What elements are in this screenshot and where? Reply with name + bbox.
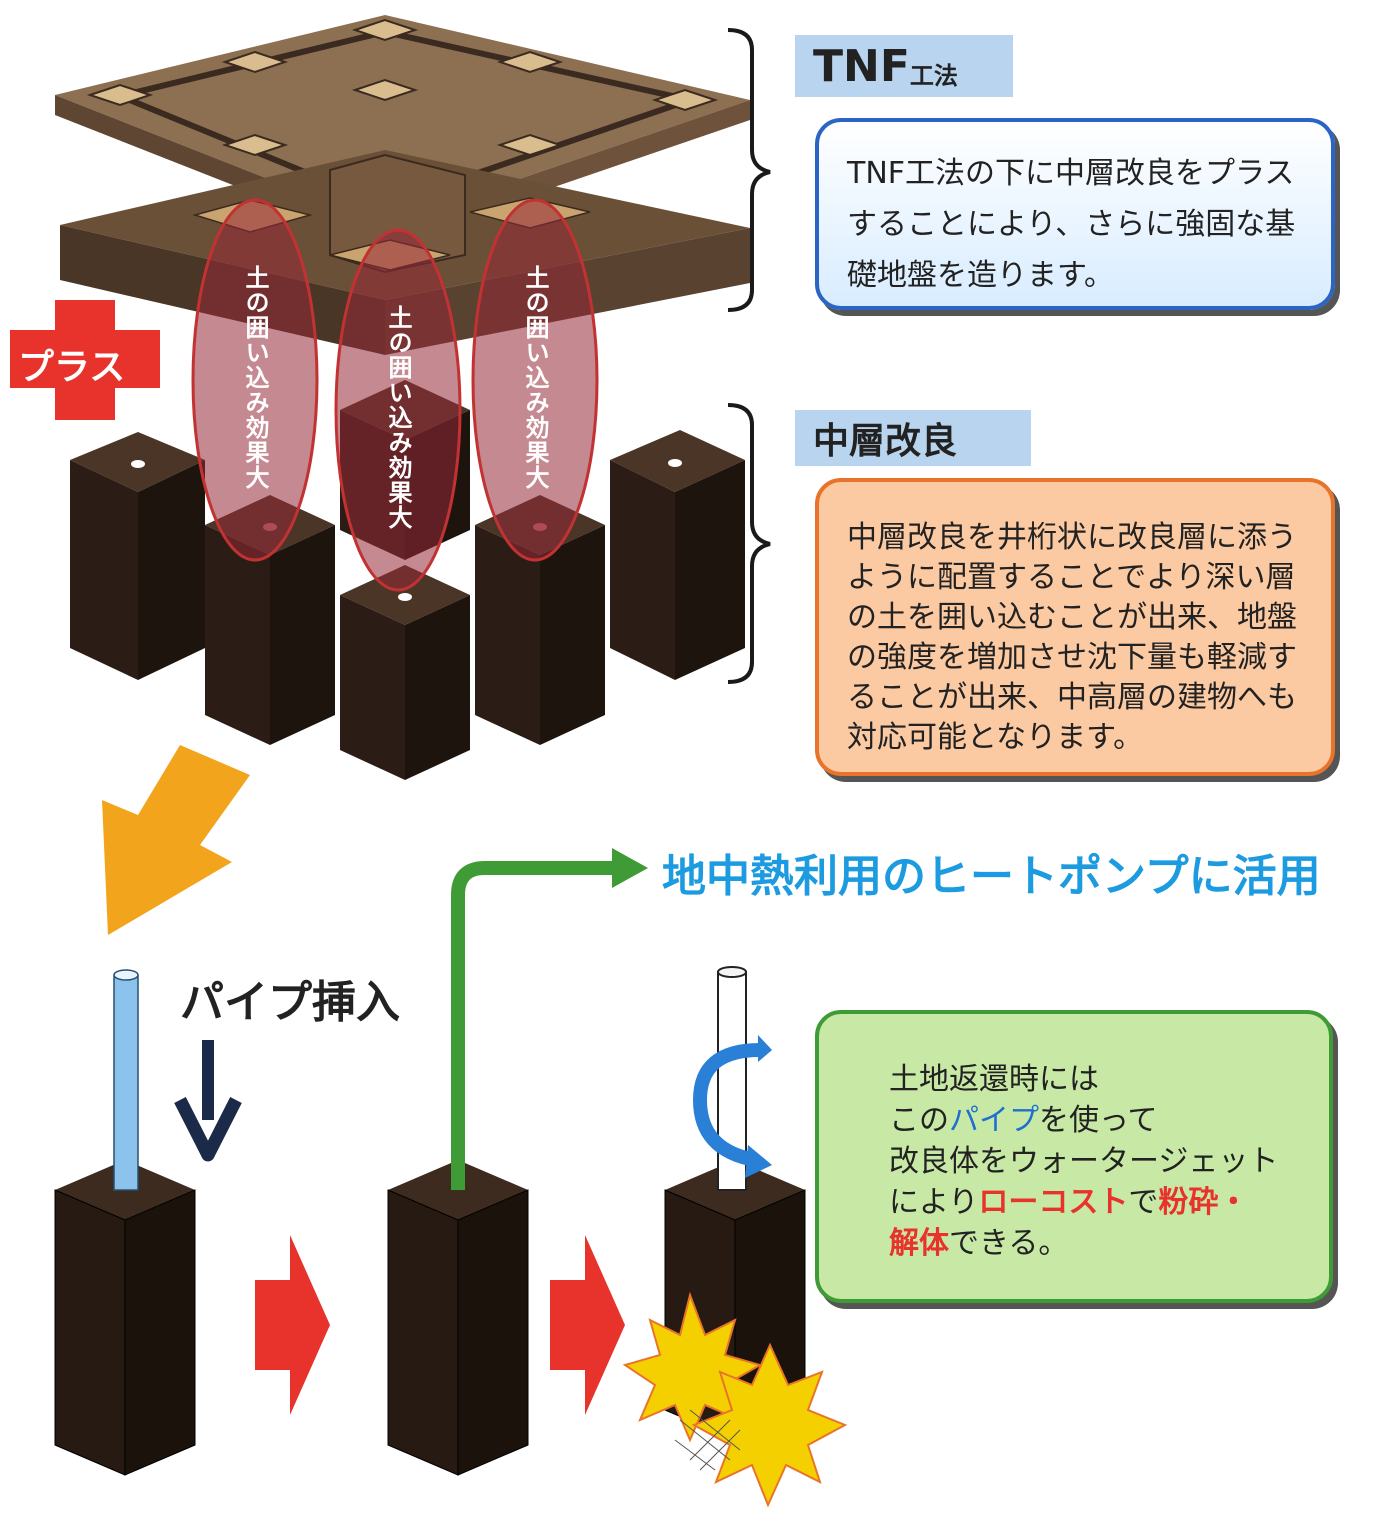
- soil-column: [340, 565, 470, 780]
- middle-description: 中層改良を井桁状に改良層に添うように配置することでより深い層の土を囲い込むことが…: [847, 520, 1297, 755]
- column-grid: [70, 380, 745, 780]
- column-with-pipe: [54, 969, 196, 1476]
- return-line-3: 改良体をウォータージェット: [889, 1144, 1279, 1179]
- oval-label: 土の囲い込み効果大: [521, 265, 549, 490]
- plus-cross: [10, 300, 160, 420]
- column-crushed: [622, 966, 848, 1508]
- column-geothermal: [387, 1160, 529, 1476]
- middle-description-box: 中層改良を井桁状に改良層に添うように配置することでより深い層の土を囲い込むことが…: [815, 478, 1335, 776]
- tnf-title-small: 工法: [909, 61, 958, 90]
- return-line-1: 土地返還時には: [889, 1062, 1099, 1097]
- soil-column: [70, 432, 205, 680]
- soil-enclosure-oval: [471, 198, 599, 562]
- right-arrow: [550, 1235, 625, 1415]
- return-line-2: このパイプを使って: [889, 1103, 1158, 1138]
- land-return-box: 土地返還時には このパイプを使って 改良体をウォータージェット によりローコスト…: [815, 1010, 1333, 1303]
- plus-label: プラス: [18, 347, 126, 388]
- enclosure-ovals: [191, 198, 599, 592]
- return-line-4: によりローコストで粉砕・: [889, 1185, 1249, 1220]
- tnf-bracket: [727, 28, 771, 312]
- right-arrow: [255, 1235, 330, 1415]
- tnf-description: TNF工法の下に中層改良をプラスすることにより、さらに強固な基礎地盤を造ります。: [847, 156, 1296, 293]
- explosion-burst: [622, 1291, 848, 1508]
- tnf-top-slab: [55, 15, 750, 245]
- down-arrow: [174, 1040, 242, 1162]
- tnf-description-box: TNF工法の下に中層改良をプラスすることにより、さらに強固な基礎地盤を造ります。: [815, 118, 1335, 310]
- soil-column: [610, 430, 745, 680]
- return-line-5: 解体できる。: [889, 1226, 1069, 1261]
- oval-label: 土の囲い込み効果大: [384, 305, 412, 530]
- middle-title: 中層改良: [795, 410, 1031, 466]
- pipe-insert-label: パイプ挿入: [180, 977, 400, 1028]
- geothermal-arrowhead: [612, 848, 648, 888]
- rotation-arrow: [692, 1043, 761, 1167]
- geothermal-arrow: [451, 861, 620, 1190]
- tnf-title-main: TNF: [813, 40, 910, 92]
- down-left-arrow: [102, 745, 250, 935]
- tnf-title: TNF 工法: [795, 35, 1013, 97]
- geothermal-label: 地中熱利用のヒートポンプに活用: [662, 851, 1321, 902]
- middle-bracket: [727, 403, 771, 684]
- oval-label: 土の囲い込み効果大: [241, 265, 269, 490]
- soil-enclosure-oval: [191, 198, 319, 562]
- soil-enclosure-oval: [334, 228, 462, 592]
